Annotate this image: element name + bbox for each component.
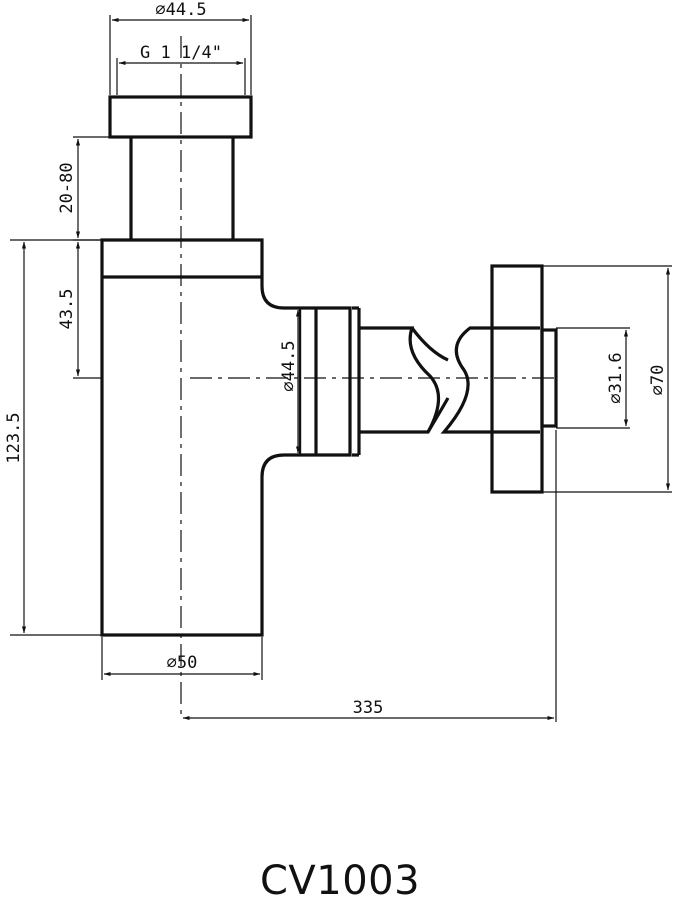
dim-thread: G 1 1/4"	[140, 43, 222, 63]
dim-overall-height: 123.5	[4, 412, 24, 463]
wall-flange	[490, 264, 544, 494]
dimension-labels: ⌀44.5 G 1 1/4" 20-80 43.5 123.5 ⌀44.5 ⌀3…	[4, 0, 668, 718]
dim-body-diameter: ⌀50	[167, 653, 198, 673]
top-nut	[108, 95, 253, 139]
dim-top-outer-diameter: ⌀44.5	[155, 0, 206, 20]
dim-height-adjust: 20-80	[57, 162, 77, 213]
dim-outlet-diameter: ⌀44.5	[279, 340, 299, 391]
dim-inlet-offset: 43.5	[57, 289, 77, 330]
bottle-body	[100, 238, 352, 637]
dim-flange-diameter: ⌀70	[648, 365, 668, 396]
model-number: CV1003	[259, 858, 421, 904]
center-lines	[180, 36, 560, 720]
dim-wall-distance: 335	[353, 698, 384, 718]
trap-body	[100, 95, 558, 637]
dim-wall-pipe-diameter: ⌀31.6	[606, 352, 626, 403]
extension-lines	[10, 15, 672, 722]
dimension-lines	[21, 17, 671, 721]
